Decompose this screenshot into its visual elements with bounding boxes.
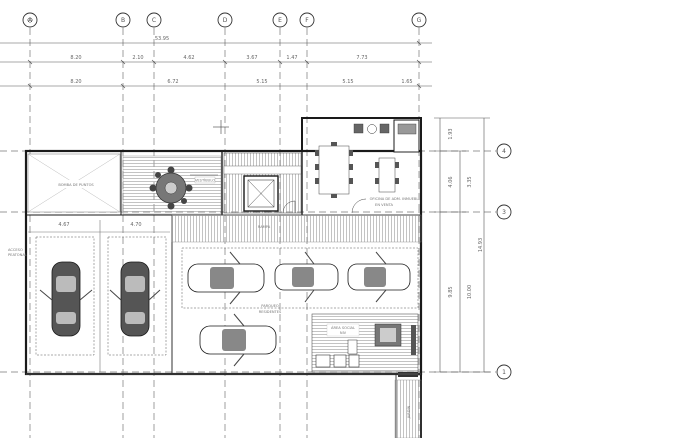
grid-label: 1 (502, 369, 506, 376)
grid-bubble-e: E (272, 12, 288, 28)
parking-central: PARQUEO RESIDENTES (181, 247, 419, 314)
grid-bubble-4: 4 (496, 143, 512, 159)
dimension-right-labels: 1.93 4.06 9.85 3.35 10.00 14.93 (448, 128, 484, 299)
grid-label: F (305, 17, 309, 24)
car-icon (199, 313, 277, 367)
dimension-label: 14.93 (478, 238, 484, 252)
stair-core (223, 152, 302, 214)
dimension-label: 4.06 (448, 176, 454, 187)
access-label: ACCESO (8, 248, 23, 252)
office-room: OFICINA DE ADM. INMUEBL EN VENTA (315, 119, 420, 214)
parking-dim-label: 4.70 (130, 222, 141, 228)
lobby-label: VESTÍBULO (195, 178, 215, 183)
dimension-row-1: 8.20 2.10 4.62 3.67 1.47 7.73 (70, 55, 367, 61)
parking-dim-label: 4.67 (58, 222, 69, 228)
car-icon (347, 251, 411, 303)
dimension-label: 8.20 (70, 79, 81, 85)
left-annotation: ACCESO PEATONAL (8, 248, 27, 257)
dimension-strings-top (0, 40, 432, 89)
grid-bubble-c: C (146, 12, 162, 28)
grid-label: 4 (502, 148, 506, 155)
grid-label: A (28, 17, 33, 24)
dimension-label: 8.20 (70, 55, 81, 61)
dimension-label: 6.72 (167, 79, 178, 85)
dimension-label: 9.85 (448, 286, 454, 297)
parking-left: 4.67 4.70 (28, 220, 170, 372)
terrace-label: BOMBA DE PUNTOS (58, 183, 94, 187)
grid-bubble-a: A (22, 12, 38, 28)
dimension-label: 7.73 (356, 55, 367, 61)
grid-bubble-f: F (299, 12, 315, 28)
grid-bubble-d: D (217, 12, 233, 28)
dimension-label: 4.62 (183, 55, 194, 61)
car-icon (109, 261, 161, 337)
dimension-label: 2.10 (132, 55, 143, 61)
deck-area: VESTÍBULO (122, 155, 222, 215)
social-area: ÁREA SOCIAL NIV (311, 313, 419, 377)
dimension-label: 5.15 (256, 79, 267, 85)
grid-label: B (121, 17, 125, 24)
social-label: ÁREA SOCIAL (331, 325, 355, 330)
north-marker (213, 120, 229, 134)
dimension-label: 3.67 (246, 55, 257, 61)
dimension-label: 10.00 (467, 285, 473, 299)
grid-bubble-g: G (411, 12, 427, 28)
grid-label: 3 (502, 209, 506, 216)
garden-area: JARDÍN (26, 373, 422, 438)
dimension-overall: 53.95 (155, 36, 169, 42)
dimension-label: 5.15 (342, 79, 353, 85)
office-label: OFICINA DE ADM. INMUEBL (370, 197, 419, 201)
dimension-label: 1.65 (401, 79, 412, 85)
dimension-label: 3.35 (467, 176, 473, 187)
grid-label: E (278, 17, 282, 24)
grid-bubble-b: B (115, 12, 131, 28)
car-icon (39, 261, 93, 337)
round-table-icon (149, 166, 193, 210)
dimension-row-2: 8.20 6.72 5.15 5.15 1.65 (70, 79, 412, 85)
dimension-label: 1.93 (448, 128, 454, 139)
grid-bubble-1: 1 (496, 364, 512, 380)
grid-label: C (152, 17, 156, 24)
driveway: RAMPA (171, 214, 422, 243)
office-sublabel: EN VENTA (375, 203, 393, 207)
grid-bubble-3: 3 (496, 204, 512, 220)
dimension-strings-right (434, 117, 490, 373)
grid-label: D (223, 17, 228, 24)
grid-bubbles-top: A B C D E F G (22, 12, 427, 28)
grid-bubbles-right: 4 3 1 (496, 143, 512, 380)
access-sublabel: PEATONAL (8, 253, 27, 257)
grid-label: G (417, 17, 422, 24)
terrace-area: BOMBA DE PUNTOS (27, 153, 121, 213)
dimension-label: 1.47 (286, 55, 297, 61)
car-icon (274, 251, 339, 303)
parking-sublabel: RESIDENTES (259, 310, 282, 314)
driveway-label: RAMPA (258, 225, 271, 229)
parking-label: PARQUEO (261, 304, 279, 308)
garden-label: JARDÍN (406, 405, 411, 419)
car-icon (187, 251, 265, 305)
social-sublabel: NIV (340, 331, 347, 335)
